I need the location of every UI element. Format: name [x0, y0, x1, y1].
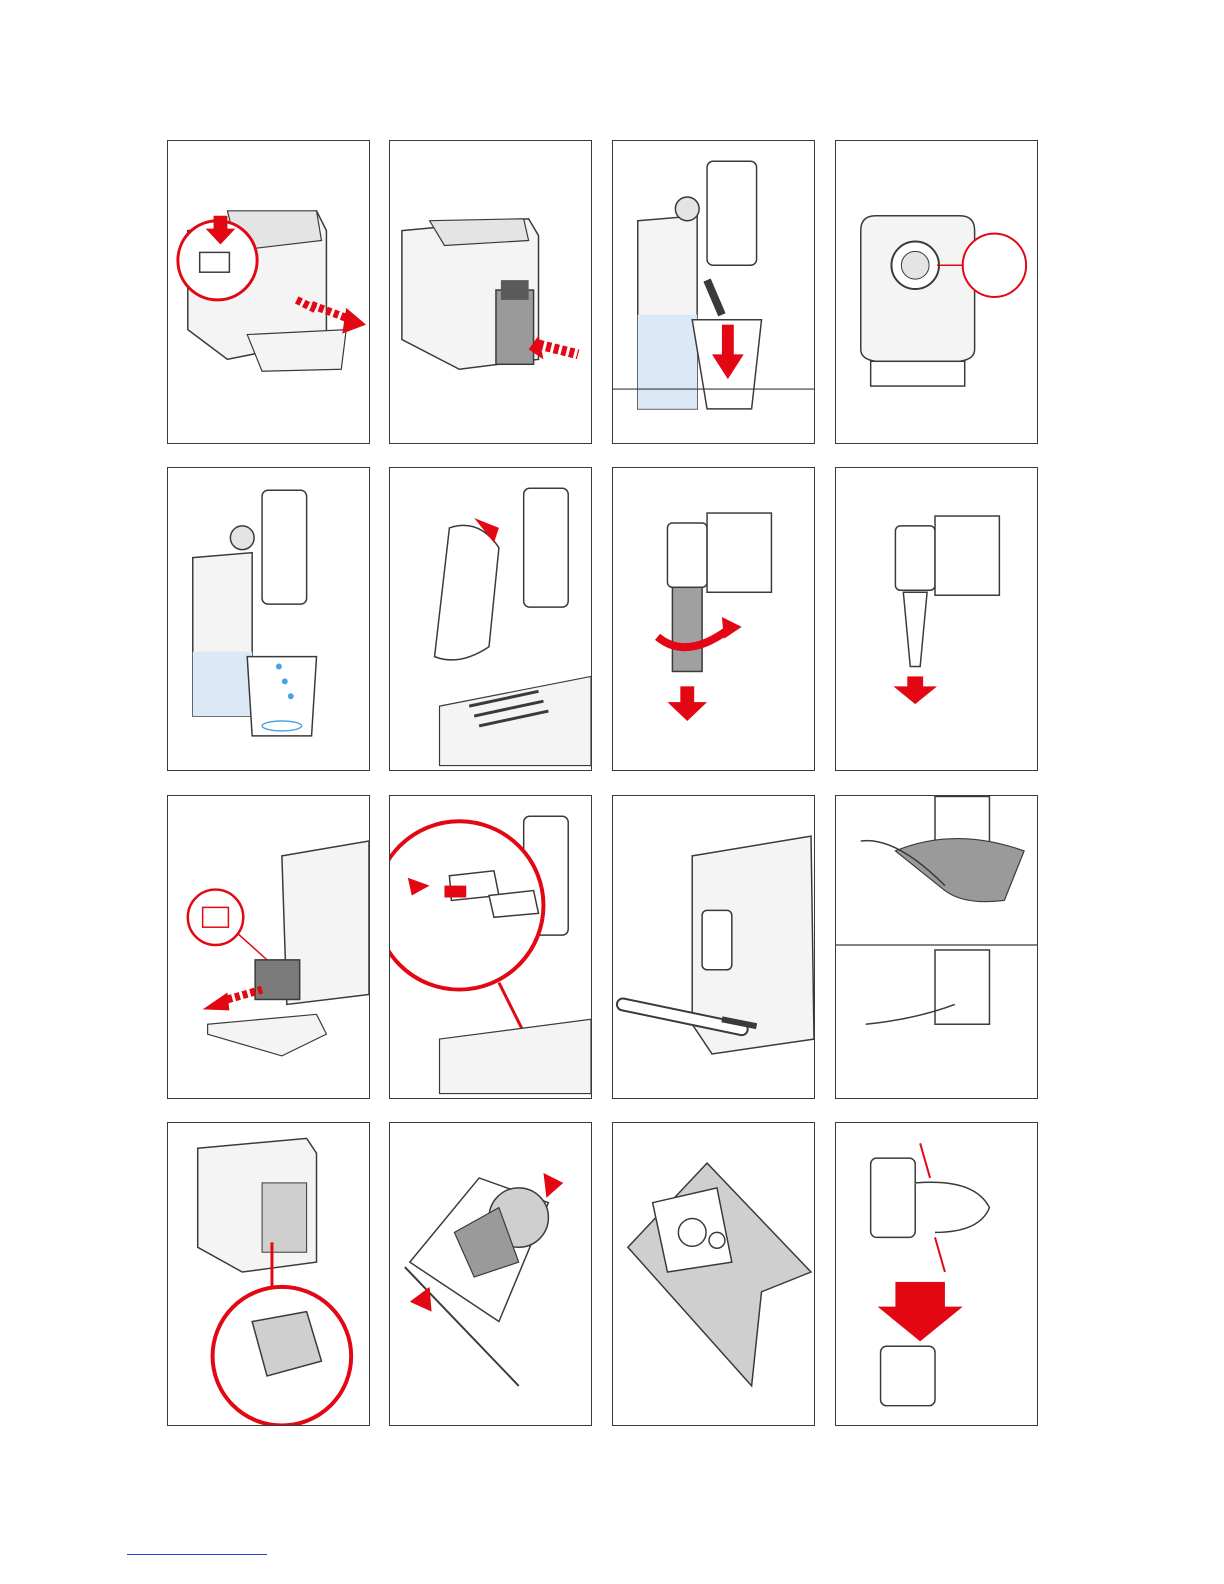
panel-4 — [835, 140, 1038, 444]
wipe-cloth-icon — [836, 796, 1037, 1098]
dispense-into-cup-icon — [613, 141, 814, 443]
pull-out-tube-icon — [836, 468, 1037, 770]
panel-8 — [835, 467, 1038, 771]
press-tray-button-icon — [390, 796, 591, 1098]
panel-16 — [835, 1122, 1038, 1426]
panel-7 — [612, 467, 815, 771]
infuser-unit-icon — [613, 1123, 814, 1425]
panel-2 — [389, 140, 592, 444]
panel-12 — [835, 795, 1038, 1099]
panel-1 — [167, 140, 370, 444]
wipe-nozzle-icon — [390, 468, 591, 770]
vacuum-clean-icon — [613, 796, 814, 1098]
panel-6 — [389, 467, 592, 771]
panel-15 — [612, 1122, 815, 1426]
panel-11 — [612, 795, 815, 1099]
water-dispensing-icon — [168, 468, 369, 770]
remove-milk-carafe-icon — [168, 141, 369, 443]
remove-infuser-icon — [390, 1123, 591, 1425]
panel-9 — [167, 795, 370, 1099]
footer-link — [127, 1554, 267, 1555]
panel-14 — [389, 1122, 592, 1426]
insert-milk-container-icon — [390, 141, 591, 443]
froth-dial-icon — [836, 141, 1037, 443]
reinsert-infuser-icon — [836, 1123, 1037, 1425]
panel-5 — [167, 467, 370, 771]
remove-grounds-container-icon — [168, 796, 369, 1098]
panel-3 — [612, 140, 815, 444]
rotate-remove-tube-icon — [613, 468, 814, 770]
open-infuser-door-icon — [168, 1123, 369, 1425]
panel-10 — [389, 795, 592, 1099]
panel-13 — [167, 1122, 370, 1426]
